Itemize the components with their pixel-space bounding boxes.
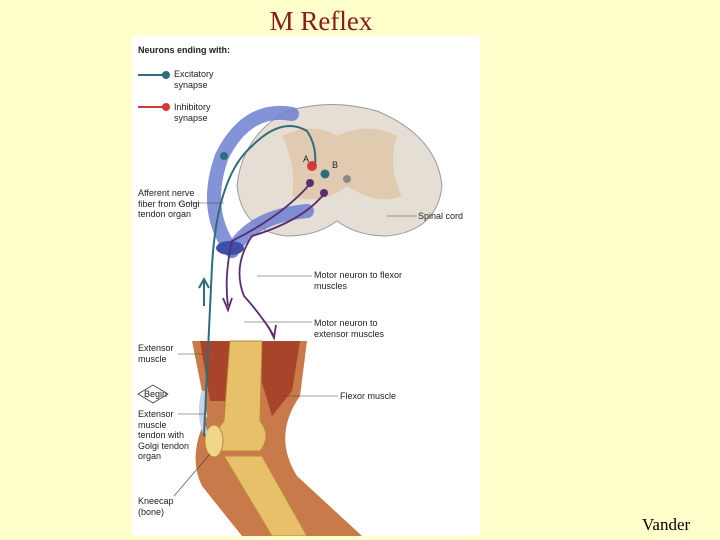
- reflex-diagram: Neurons ending with: Excitatory synapse …: [132, 36, 480, 536]
- neuron-a-label: A: [303, 154, 310, 164]
- begin-diamond: [137, 384, 169, 404]
- extensor-tendon-label: Extensor muscle tendon with Golgi tendon…: [138, 409, 190, 461]
- spinal-cord-label: Spinal cord: [418, 211, 464, 221]
- neuron-b-label: B: [332, 160, 339, 170]
- neuron-b: [320, 169, 330, 179]
- kneecap-bone: [204, 424, 224, 458]
- motor-axon-extensor: [225, 183, 311, 307]
- grey-matter: [282, 128, 402, 200]
- legend-inhibitory-label: Inhibitory synapse: [174, 102, 211, 123]
- extensor-muscle-label: Extensor muscle: [138, 343, 174, 364]
- kneecap-label: Kneecap (bone): [138, 496, 174, 517]
- begin-label: Begin: [144, 389, 168, 399]
- slide-title: M Reflex: [269, 6, 373, 36]
- flexor-muscle-label: Flexor muscle: [340, 391, 397, 401]
- motor-axon-flexor: [238, 193, 325, 337]
- reflex-diagram-art: [137, 71, 443, 536]
- afferent-label: Afferent nerve fiber from Golgi tendon o…: [138, 188, 200, 219]
- inhibitory-marker: [162, 103, 170, 111]
- legend-heading: Neurons ending with:: [138, 45, 230, 55]
- afferent-fiber: [203, 125, 317, 437]
- afferent-arrow: [198, 276, 210, 306]
- tibia: [223, 455, 308, 536]
- legend-excitatory-label: Excitatory synapse: [174, 69, 214, 90]
- excitatory-marker: [162, 71, 170, 79]
- flexor-muscle-shape: [260, 341, 300, 416]
- motor-extensor-label: Motor neuron to extensor muscles: [314, 318, 385, 339]
- neuron-a: [307, 161, 317, 171]
- motor-flexor-label: Motor neuron to flexor muscles: [314, 270, 403, 291]
- credit-label: Vander: [642, 515, 691, 534]
